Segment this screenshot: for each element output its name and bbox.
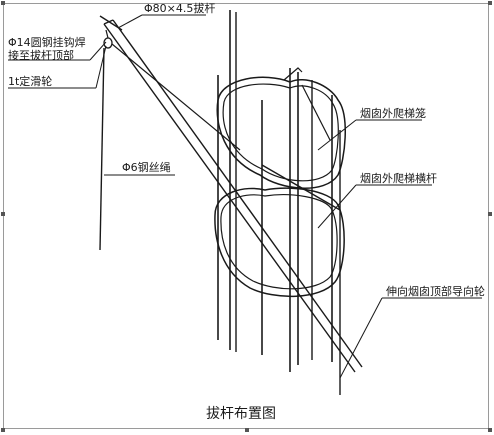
label-pole-spec: Φ80×4.5拔杆 [144,1,215,15]
label-wire-rope: Φ6钢丝绳 [122,160,171,174]
ladder-crossbar [261,164,341,211]
cage-hoop-lower [214,187,345,298]
frame-handle [488,428,492,432]
label-pulley: 1t定滑轮 [8,74,52,88]
cage-hook [283,67,303,81]
label-cage: 烟囱外爬梯笼 [360,106,426,120]
cage-hoop-upper-inner [222,83,339,182]
label-hook-line2: 接至拔杆顶部 [8,48,74,62]
pulley-assembly [99,29,241,251]
wire-rope [99,47,105,251]
frame-handle [488,1,492,5]
cage-hoop-upper [216,76,346,189]
label-hook-line1: Φ14圆钢挂钩焊 [8,35,86,49]
leader-lines [8,14,482,379]
frame-handle [1,428,5,432]
ladder-rails [217,10,341,395]
frame-handle [1,1,5,5]
diagram-caption: 拔杆布置图 [206,406,276,422]
frame-handle [1,212,5,216]
label-guide-wheel: 伸向烟囱顶部导向轮 [386,284,485,298]
label-crossbar: 烟囱外爬梯横杆 [360,171,437,185]
cage-hoop-lower-inner [220,194,338,290]
frame-handle [245,428,249,432]
frame-handle [488,212,492,216]
